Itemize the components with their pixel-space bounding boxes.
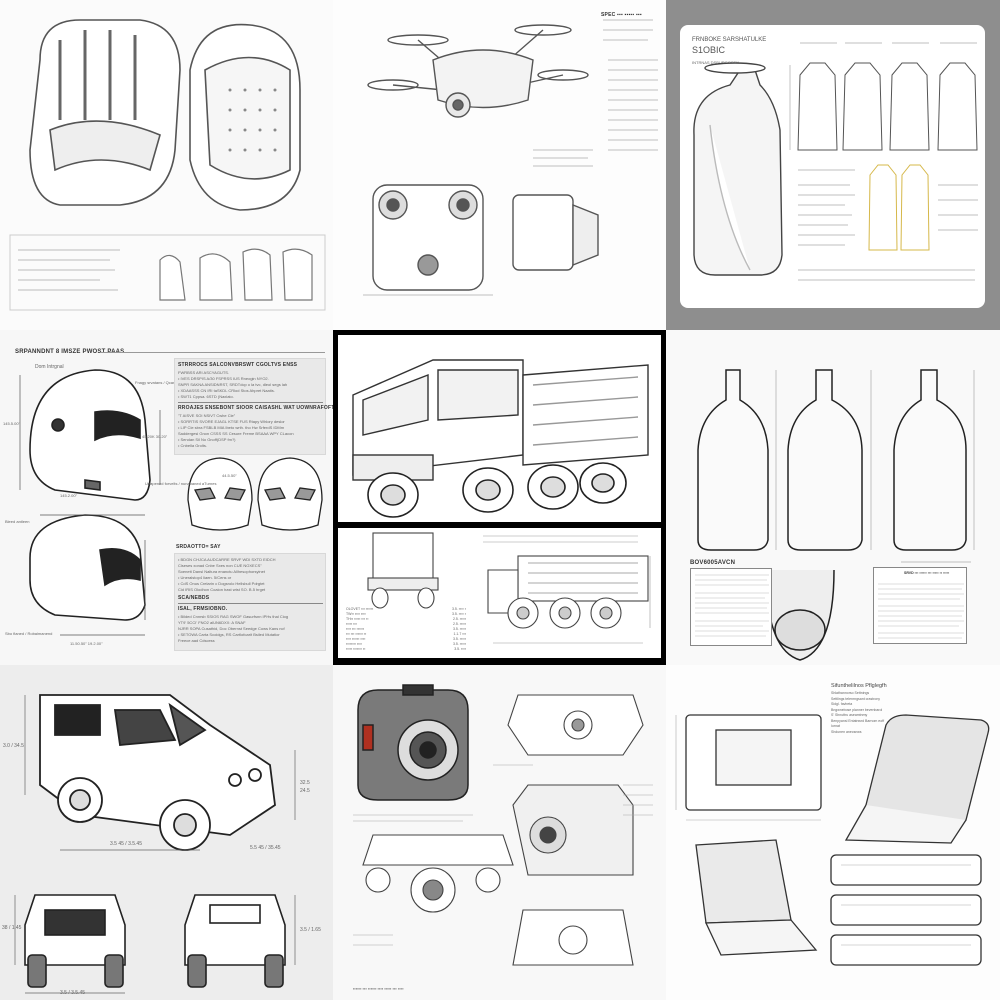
cell-offroad-vehicle: 3.0 / 34.5 32.5 24.5 3.5 45 / 3.5.45 5.5… [0, 665, 333, 1000]
label-bottom-left-b: Sbo fianed / Robaimanend [5, 631, 53, 636]
label-bottom-dims: 11.50.50" 19.2.00" [70, 641, 103, 646]
glass-bottle-drawing [697, 369, 975, 661]
truck-perspective-panel [338, 335, 661, 522]
offroad-vehicle-drawing [14, 694, 296, 994]
helmet-drawing [19, 369, 323, 636]
spec-lines-d: • Bilded Cnnrsb SSIOS RAG SWOF Gasurfsnn… [178, 614, 289, 643]
legend-item: Settlings telenrngsant crastrony [831, 696, 881, 701]
bottle-section-title: BOV6005AVCN [690, 560, 736, 566]
label-width-a: 145.2.00" [60, 493, 77, 498]
legend-item: Shlathannorso Settnings [831, 691, 870, 695]
spec-heading-scale: SCA/NEBDS [178, 595, 210, 601]
spec-row: ▪▪▪▪ ▪▪▪ ▪▪▪▪▪▪3.5. ▪▪▪▪▪ [346, 627, 466, 631]
bottle-notes-box-right: SRVD ▪▪▪ ▪▪▪▪▪▪ ▪▪▪ ▪▪▪▪▪ ▪▪ ▪▪▪▪▪ [873, 567, 967, 644]
spec-lines-b: "T AISVE SOI NSIVT Cwhe Cle" • SORRTIS S… [178, 413, 294, 448]
legend-item: Benpyansl Entatnwrd Barnom eoff [831, 718, 885, 723]
legend-title: Sifunthelilnos Pflglegfh [831, 683, 887, 689]
spec-panel-top: STRRROCS SALCONVBRSWT CGOLTVS ENSS FWRBS… [174, 358, 333, 455]
legend-item: Sidgl. favbeta [831, 702, 853, 706]
cell-dump-truck: OLOVET ▪▪▪ ▪▪▪▪▪▪3.5. ▪▪▪▪ ▪ TW▪▪ ▪▪▪▪ ▪… [333, 330, 666, 665]
truck-spec-table: OLOVET ▪▪▪ ▪▪▪▪▪▪3.5. ▪▪▪▪ ▪ TW▪▪ ▪▪▪▪ ▪… [346, 606, 466, 653]
spec-row: OLOVET ▪▪▪ ▪▪▪▪▪▪3.5. ▪▪▪▪ ▪ [346, 607, 466, 611]
helmet-page-title: SRPANNDNT 8 IMSZE PWOST PAAS [15, 349, 125, 355]
label-front-dim: 44.5.50" [222, 473, 237, 478]
drone-drawing [363, 19, 658, 296]
cell-trooper-helmet: SRPANNDNT 8 IMSZE PWOST PAAS [0, 330, 333, 665]
cell-laptop: Sifunthelilnos Pflglegfh Shlathannorso S… [666, 665, 1000, 1000]
dim-rear-right: 3.5 / 1.65 [300, 927, 321, 933]
bottle-spec-sheet: FRNBOKE SARSHATULKE S1OBIC INTRNAS DSBUR… [680, 25, 985, 308]
dim-bottom-a: 3.5 45 / 3.5.45 [110, 841, 142, 847]
spec-row: ▪▪▪▪ ▪▪▪▪▪▪ ▪▪▪▪3.5. ▪▪▪▪▪ [346, 637, 466, 641]
cell-pump-bottle: FRNBOKE SARSHATULKE S1OBIC INTRNAS DSBUR… [666, 0, 1000, 330]
legend-item: Bngwnebose planner bevenbarol [831, 707, 883, 712]
cell-baseball-glove [0, 0, 333, 330]
cell-action-camera: ▪▪▪▪▪▪ ▪▪▪ ▪▪▪▪▪▪ ▪▪▪▪ ▪▪▪▪▪ ▪▪▪ ▪▪▪▪ [333, 665, 666, 1000]
laptop-drawing [675, 714, 990, 966]
legend-item: S' Shnuttru aseamtnmy [831, 713, 868, 717]
spec-row: TW▪▪ ▪▪▪▪ ▪▪▪▪3.5. ▪▪▪▪ ▪ [346, 612, 466, 616]
notes-lines [695, 574, 769, 637]
spec-row: ▪▪▪ ▪▪▪ ▪▪▪▪▪▪ ▪▪1.1.7 ▪▪▪ [346, 632, 466, 636]
spec-heading-c: ISAL, FRMSIOBNO. [178, 606, 228, 612]
label-visor-height: 45.20K 30.20" [142, 434, 168, 439]
label-visor: Fnagy srvatans / Qcananaf avodi [135, 380, 194, 385]
spec-row: ▪▪▪▪▪ ▪▪▪▪▪▪▪ ▪▪3.5. ▪▪▪▪ [346, 647, 466, 651]
label-bottom-left-a: Bleed antleen [5, 519, 30, 524]
spec-row: TH▪▪ ▪▪▪▪▪ ▪▪▪ ▪▪2.5. ▪▪▪▪▪ [346, 617, 466, 621]
pump-bottle-drawing [693, 42, 978, 281]
drone-spec-header: SPEC ▪▪▪ ▪▪▪▪▪ ▪▪▪ [601, 12, 642, 18]
camera-footer: ▪▪▪▪▪▪ ▪▪▪ ▪▪▪▪▪▪ ▪▪▪▪ ▪▪▪▪▪ ▪▪▪ ▪▪▪▪ [353, 986, 404, 991]
spec-panel-bottom: • BDGN CHJCA AUDCARRE SRVF WDI SXTD EIDC… [174, 553, 326, 651]
spec-lines-a: FWRBSS ARI ASCYAGUTS. • IVES DRSPIS A/30… [178, 370, 288, 399]
legend-item: Shdunen anecsnws [831, 729, 862, 734]
dim-front-left: 38 / 1.45 [2, 925, 22, 931]
dim-left: 3.0 / 34.5 [3, 743, 24, 749]
mid-subheading: SRDAOTTO= SAY [176, 544, 221, 550]
title-rule [100, 352, 325, 353]
bottle-code: S1OBIC [692, 45, 726, 55]
spec-row: ▪▪▪▪▪ ▪▪▪2.5. ▪▪▪▪▪ [346, 622, 466, 626]
label-height: 145.5.00" [3, 421, 20, 426]
baseball-glove-drawing [9, 19, 326, 311]
spec-heading-b: RROAJES ENSEBONT SIOOR CAISASHL WAT UOWN… [178, 405, 333, 411]
spec-heading-a: STRRROCS SALCONVBRSWT CGOLTVS ENSS [178, 362, 298, 368]
action-camera-drawing [353, 684, 653, 966]
label-dome: Dom Intrgnal [35, 364, 64, 370]
laptop-legend: Sifunthelilnos Pflglegfh Shlathannorso S… [831, 683, 887, 735]
spec-lines-c: • BDGN CHJCA AUDCARRE SRVF WDI SXTD EIDC… [178, 557, 276, 592]
truck-ortho-drawing [367, 532, 651, 644]
legend-item: Iornat [831, 724, 840, 728]
legend-items: Shlathannorso Settnings Settlings telenr… [831, 691, 887, 735]
bottle-title: FRNBOKE SARSHATULKE [692, 37, 767, 43]
bottle-notes-box-left [690, 568, 772, 646]
dim-right-b: 24.5 [300, 788, 310, 794]
cell-glass-bottle: BOV6005AVCN SRVD ▪▪▪ ▪▪▪▪▪▪ ▪▪▪ ▪▪▪▪▪ ▪▪… [666, 330, 1000, 665]
spec-row: ▪▪▪▪▪▪▪▪ ▪▪▪▪3.5. ▪▪▪▪▪ [346, 642, 466, 646]
notes-lines-right [878, 583, 964, 639]
spec-divider [178, 402, 323, 403]
notes-title: SRVD ▪▪▪ ▪▪▪▪▪▪ ▪▪▪ ▪▪▪▪▪ ▪▪ ▪▪▪▪▪ [904, 571, 950, 575]
cell-drone: SPEC ▪▪▪ ▪▪▪▪▪ ▪▪▪ [333, 0, 666, 330]
dim-right-a: 32.5 [300, 780, 310, 786]
dim-front-bottom: 3.5 / 3.5.45 [60, 990, 86, 996]
bottle-subtitle: INTRNAS DSBURGOSEN [692, 60, 740, 65]
dim-bottom-b: 5.5 45 / 35.45 [250, 845, 281, 851]
truck-perspective-drawing [352, 359, 649, 518]
label-bottom-note: Unapened forvelts / nunabaned aTurnes [145, 481, 217, 486]
spec-divider-2 [178, 603, 323, 604]
truck-orthographic-panel: OLOVET ▪▪▪ ▪▪▪▪▪▪3.5. ▪▪▪▪ ▪ TW▪▪ ▪▪▪▪ ▪… [338, 528, 661, 658]
